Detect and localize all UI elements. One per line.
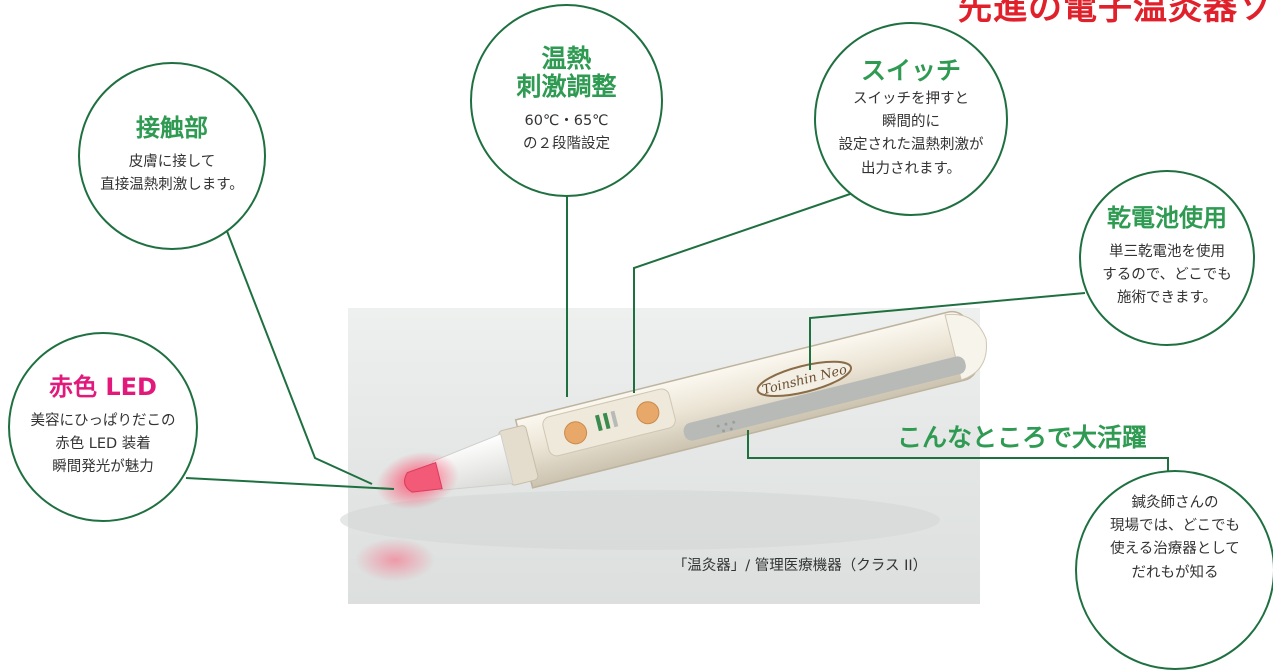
bubble-body: 鍼灸師さんの 現場では、どこでも 使える治療器として だれもが知る bbox=[1109, 495, 1241, 581]
indicator-bar bbox=[610, 410, 619, 428]
bubble-battery: 乾電池使用 単三乾電池を使用 するので、どこでも 施術できます。 bbox=[1079, 170, 1255, 346]
bubble-title: 赤色 LED bbox=[49, 373, 157, 402]
pen-shadow bbox=[340, 490, 940, 550]
led-tip bbox=[404, 461, 443, 493]
speaker-grille bbox=[716, 420, 736, 433]
bubble-title: 接触部 bbox=[136, 114, 208, 143]
leader-line-contact bbox=[224, 225, 373, 485]
bubble-title: スイッチ bbox=[860, 56, 961, 86]
led-reflection bbox=[355, 538, 435, 582]
switch-button bbox=[636, 401, 660, 425]
bubble-switch: スイッチ スイッチを押すと 瞬間的に 設定された温熱刺激が 出力されます。 bbox=[814, 22, 1008, 216]
bubble-acupuncture: 鍼灸師さんの 現場では、どこでも 使える治療器として だれもが知る bbox=[1075, 470, 1273, 670]
bubble-body: 60℃・65℃ の２段階設定 bbox=[523, 113, 610, 153]
bubble-body: 単三乾電池を使用 するので、どこでも 施術できます。 bbox=[1102, 244, 1232, 307]
bubble-heat-adjust: 温熱 刺激調整 60℃・65℃ の２段階設定 bbox=[470, 4, 663, 197]
leader-line-switch bbox=[633, 192, 854, 393]
headline: 先進の電子温灸器ソ bbox=[958, 0, 1273, 28]
bubble-body: スイッチを押すと 瞬間的に 設定された温熱刺激が 出力されます。 bbox=[838, 91, 984, 177]
indicator-bar bbox=[602, 412, 611, 430]
bubble-title: 乾電池使用 bbox=[1107, 204, 1227, 233]
bubble-body: 美容にひっぱりだこの 赤色 LED 装着 瞬間発光が魅力 bbox=[30, 413, 176, 476]
leader-line-acupuncture bbox=[747, 430, 1169, 480]
bubble-contact-part: 接触部 皮膚に接して 直接温熱刺激します。 bbox=[78, 62, 266, 250]
bubble-body: 皮膚に接して 直接温熱刺激します。 bbox=[100, 153, 244, 193]
bubble-title: 温熱 刺激調整 bbox=[516, 43, 617, 102]
product-caption: 「温灸器」/ 管理医療機器（クラス II） bbox=[672, 558, 928, 574]
bubble-red-led: 赤色 LED 美容にひっぱりだこの 赤色 LED 装着 瞬間発光が魅力 bbox=[8, 332, 198, 522]
product-pen-illustration: Toinshin Neo bbox=[340, 310, 987, 582]
leader-line-led bbox=[185, 477, 395, 490]
subhead-active-use: こんなところで大活躍 bbox=[897, 423, 1148, 452]
heat-button bbox=[564, 421, 588, 445]
leader-line-battery bbox=[809, 292, 1086, 370]
pen-end-cap bbox=[944, 313, 987, 381]
leader-lines bbox=[185, 192, 1169, 490]
product-label-badge bbox=[756, 360, 853, 398]
pen-grip bbox=[683, 356, 966, 441]
indicator-bar bbox=[595, 414, 603, 432]
